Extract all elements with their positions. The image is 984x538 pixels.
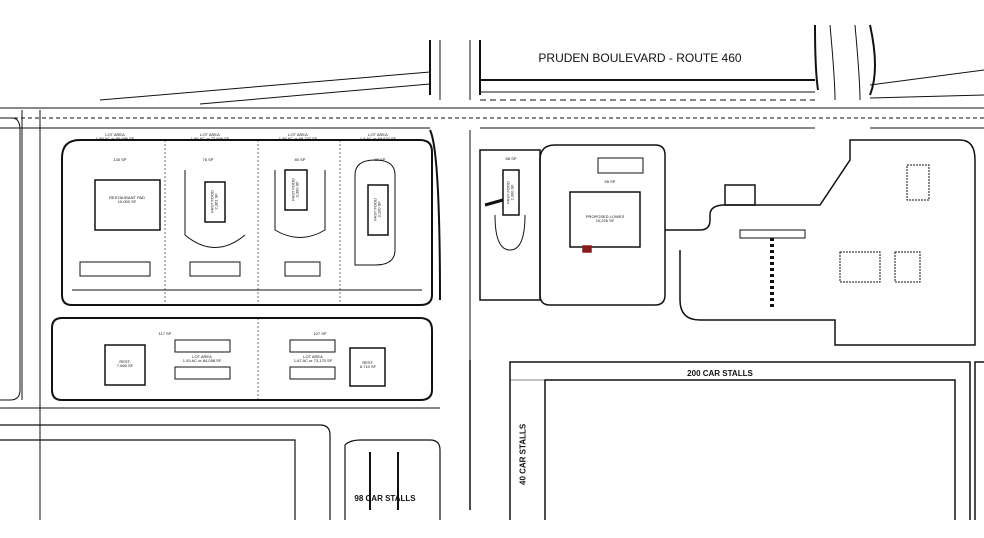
- space-count: 58 SP: [505, 156, 517, 161]
- building-label: REST.6,710 SF: [359, 360, 377, 370]
- space-count: 80 SP: [294, 157, 306, 162]
- space-count: 80 SP: [374, 157, 386, 162]
- road-label: PRUDEN BOULEVARD - ROUTE 460: [538, 51, 742, 65]
- east-fast-food-lot: [479, 149, 541, 301]
- large-parking: [469, 360, 984, 520]
- side-stall-count: 40 CAR STALLS: [518, 423, 528, 485]
- bottom-lots-block: [51, 317, 433, 401]
- space-count: 107 SP: [313, 331, 327, 336]
- building-label: REST.7,660 SF: [116, 359, 134, 369]
- southwest-parking: [0, 424, 441, 520]
- southwest-stall-count: 98 CAR STALLS: [354, 494, 416, 503]
- lowes-lot: [539, 139, 976, 346]
- main-stall-count: 200 CAR STALLS: [687, 369, 753, 378]
- space-count: 130 SP: [113, 157, 127, 162]
- space-count: 55 SP: [604, 179, 616, 184]
- top-lots-block: [61, 139, 433, 306]
- space-count: 76 SP: [202, 157, 214, 162]
- route-460-road: [0, 24, 984, 520]
- space-count: 117 SP: [158, 331, 172, 336]
